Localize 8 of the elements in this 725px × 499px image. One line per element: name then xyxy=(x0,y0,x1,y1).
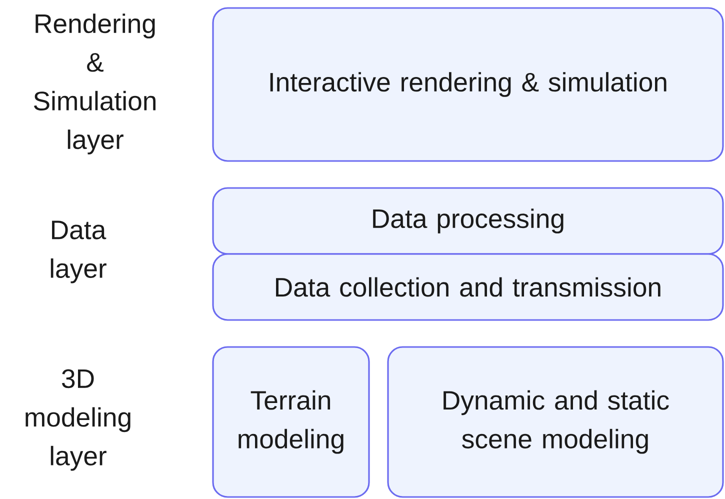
layer-box: Data collection and transmission xyxy=(212,253,724,321)
layer-label: 3D modeling layer xyxy=(26,369,130,471)
layer-box: Terrain modeling xyxy=(212,346,370,498)
layer-label: Data layer xyxy=(50,220,106,284)
layer-box: Interactive rendering & simulation xyxy=(212,7,724,162)
layer-box: Data processing xyxy=(212,187,724,255)
layer-label: Rendering & Simulation layer xyxy=(34,14,156,154)
layer-box: Dynamic and static scene modeling xyxy=(387,346,724,498)
